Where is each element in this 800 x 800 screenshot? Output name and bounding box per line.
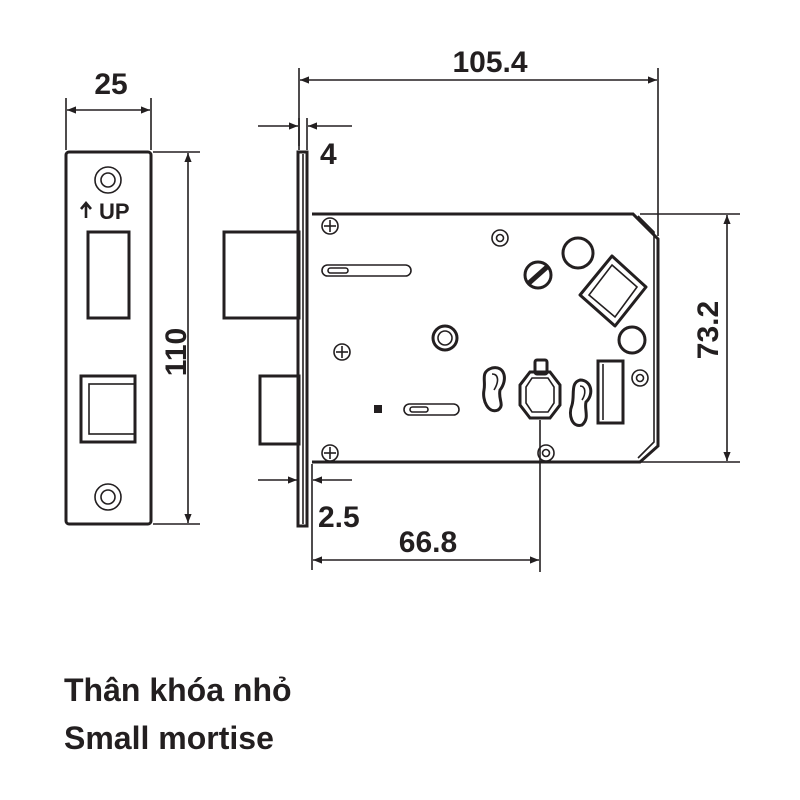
caption-vietnamese: Thân khóa nhỏ [64, 672, 292, 708]
cylinder-cam [518, 358, 562, 420]
faceplate-outline [64, 150, 153, 526]
deadbolt-slot [403, 403, 460, 416]
case-screw-mid-left [333, 343, 351, 361]
follower-hub-square [578, 254, 648, 328]
up-label: UP [99, 199, 130, 224]
up-arrow-icon [80, 200, 92, 218]
case-screw-top-middle [491, 229, 509, 247]
slotted-screw [523, 260, 553, 290]
case-screw-bottom-left [321, 444, 339, 462]
case-screw-bottom-middle [537, 444, 555, 462]
cam-lever-right [568, 378, 593, 427]
cam-lever-left [482, 366, 506, 413]
dimension-faceplate-height: 110 [153, 151, 200, 525]
faceplate-front-view: UP [64, 150, 153, 526]
front-plate-edge [296, 150, 309, 528]
small-square-pin [374, 405, 382, 413]
dimension-label-4: 4 [320, 138, 337, 171]
dimension-label-66-8: 66.8 [399, 526, 457, 559]
faceplate-bottom-screw [94, 483, 122, 511]
dimension-faceplate-thickness: 4 [258, 118, 352, 171]
dimension-faceplate-width: 25 [65, 68, 152, 150]
faceplate-top-screw [94, 166, 122, 194]
dimension-label-2-5: 2.5 [318, 501, 360, 534]
dimension-overall-width: 105.4 [298, 46, 659, 236]
latch-opening [86, 230, 131, 320]
lock-body-side-view [222, 150, 660, 528]
caption-english: Small mortise [64, 720, 274, 756]
dimension-label-105-4: 105.4 [452, 46, 527, 79]
case-screw-bottom-right [631, 369, 649, 387]
spindle-boss [431, 324, 459, 352]
deadbolt [258, 374, 301, 446]
follower-pin [561, 236, 595, 270]
case-screw-top-left [321, 217, 339, 235]
dimension-offset: 2.5 [258, 464, 360, 570]
lever-pin [617, 325, 647, 355]
latch-bolt [222, 230, 301, 320]
dimension-label-25: 25 [94, 68, 127, 101]
dimension-backset: 66.8 [313, 420, 541, 572]
case-outline [312, 212, 660, 464]
latch-slot [321, 264, 412, 277]
dimension-label-73-2: 73.2 [692, 301, 725, 359]
deadbolt-lever [596, 359, 625, 425]
deadbolt-opening [79, 374, 137, 444]
up-marker: UP [80, 199, 130, 224]
dimension-body-height: 73.2 [640, 213, 740, 463]
dimension-label-110: 110 [160, 328, 193, 376]
